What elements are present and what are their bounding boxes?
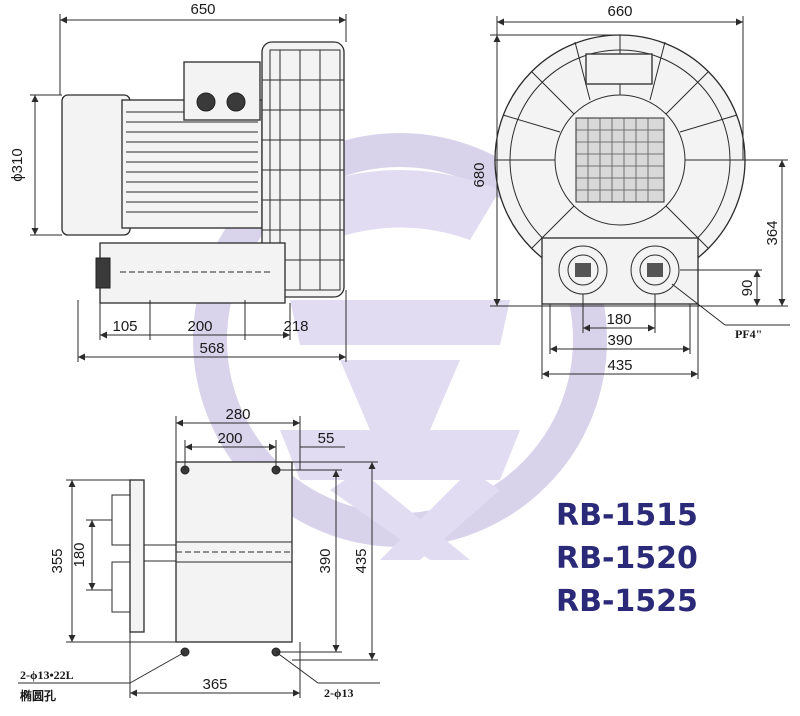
dim-bottom-left-inner: 180: [71, 542, 88, 567]
dim-front-overall-height: 680: [471, 162, 488, 187]
dim-side-base-right: 218: [283, 318, 308, 335]
dim-front-port-height: 90: [739, 280, 756, 297]
dim-front-port-spacing: 180: [606, 311, 631, 328]
note-hole-left: 2-ϕ13•22L: [20, 668, 74, 682]
model-label: RB-1525: [556, 584, 698, 619]
dim-bottom-width: 365: [202, 676, 227, 693]
dim-front-center-height: 364: [764, 220, 781, 245]
dim-side-base-mid: 200: [187, 318, 212, 335]
dim-front-base-total: 435: [607, 357, 632, 374]
side-view: 650 ϕ310 105 200 218 568: [9, 1, 347, 362]
note-hole-left-sub: 椭圆孔: [20, 688, 56, 703]
dim-bottom-right-outer: 435: [353, 548, 370, 573]
dim-side-overall-length: 650: [190, 1, 215, 18]
model-label: RB-1520: [556, 541, 698, 576]
dim-side-diameter: ϕ310: [9, 148, 26, 181]
dim-front-base-width: 390: [607, 332, 632, 349]
note-port-thread: PF4": [735, 327, 762, 341]
dim-bottom-left-outer: 355: [49, 548, 66, 573]
dim-bottom-inner-width: 200: [217, 430, 242, 447]
dim-bottom-right-inner: 390: [317, 548, 334, 573]
model-label: RB-1515: [556, 498, 698, 533]
front-view: 660 680 364 90 180 390 435 PF4": [471, 3, 790, 379]
model-list: RB-1515 RB-1520 RB-1525: [556, 498, 698, 619]
dim-bottom-top-width: 280: [225, 406, 250, 423]
bottom-view: 280 200 55 355 180 390 435 365 2-ϕ13•22L…: [18, 406, 380, 703]
dim-side-base-total: 568: [199, 340, 224, 357]
note-hole-right: 2-ϕ13: [324, 686, 353, 700]
dim-bottom-offset: 55: [318, 430, 335, 447]
dim-front-overall-width: 660: [607, 3, 632, 20]
dim-side-base-left: 105: [112, 318, 137, 335]
logo-watermark: [193, 133, 607, 560]
